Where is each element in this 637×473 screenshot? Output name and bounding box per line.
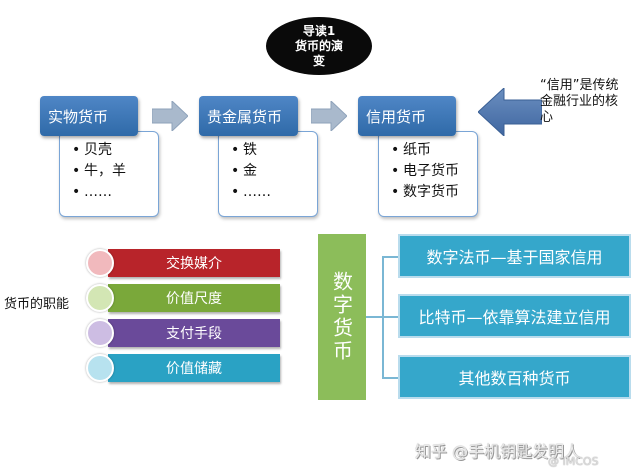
stage-3-item: 纸币 (391, 140, 477, 161)
title-line-3: 变 (312, 53, 325, 68)
title-line-1: 导读1 (302, 23, 336, 38)
functions-title: 货币的职能 (4, 297, 70, 312)
stage-1-header: 实物货币 (40, 96, 138, 136)
connector-line (382, 316, 398, 318)
function-bar: 价值储藏 (108, 354, 280, 382)
digital-currency-item: 其他数百种货币 (398, 355, 631, 399)
arrow-right-icon (152, 101, 188, 131)
stage-1-item: 牛，羊 (72, 161, 158, 182)
arrow-left-icon (478, 88, 542, 136)
connector-line (382, 256, 398, 258)
function-bullet-icon (86, 319, 114, 347)
function-bar: 交换媒介 (108, 249, 280, 277)
digital-currency-label-text: 数字货币 (329, 271, 354, 363)
digital-currency-label: 数字货币 (318, 234, 366, 400)
function-bullet-icon (86, 249, 114, 277)
stage-1-item: 贝壳 (72, 140, 158, 161)
stage-1-box: 贝壳 牛，羊 …… (59, 131, 159, 217)
function-bar: 支付手段 (108, 319, 280, 347)
connector-line (382, 377, 398, 379)
stage-1-item: …… (72, 182, 158, 203)
title-line-2: 货币的演 (294, 38, 343, 53)
function-bullet-icon (86, 284, 114, 312)
function-bar: 价值尺度 (108, 284, 280, 312)
stage-2-header: 贵金属货币 (199, 96, 298, 136)
watermark: 知乎 @手机钥匙发明人 (415, 442, 581, 461)
function-bullet-icon (86, 354, 114, 382)
connector-line (366, 316, 382, 318)
watermark-mark: @ IMCOS (548, 455, 599, 468)
stage-2-item: 铁 (231, 140, 317, 161)
stage-3-item: 电子货币 (391, 161, 477, 182)
stage-2-item: 金 (231, 161, 317, 182)
stage-3-box: 纸币 电子货币 数字货币 (378, 131, 478, 217)
title-ellipse: 导读1 货币的演 变 (266, 17, 372, 75)
digital-currency-item: 比特币—依靠算法建立信用 (398, 294, 631, 338)
stage-2-box: 铁 金 …… (218, 131, 318, 217)
stage-2-item: …… (231, 182, 317, 203)
stage-3-item: 数字货币 (391, 182, 477, 203)
stage-3-header: 信用货币 (358, 96, 456, 136)
arrow-right-icon (311, 101, 347, 131)
digital-currency-item: 数字法币—基于国家信用 (398, 234, 631, 278)
credit-note: “信用”是传统金融行业的核心 (540, 78, 619, 125)
